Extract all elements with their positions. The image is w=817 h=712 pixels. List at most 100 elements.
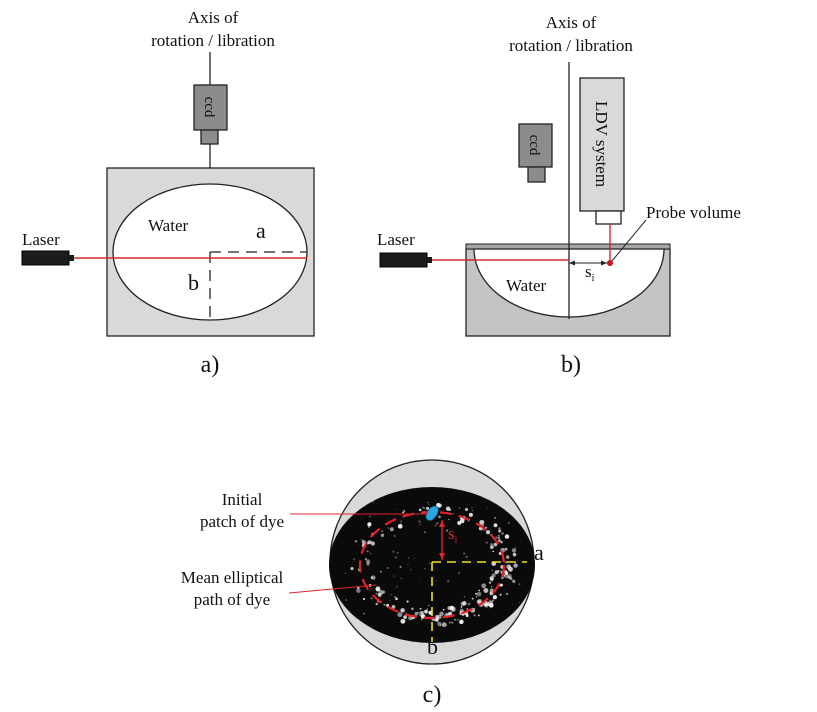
dye-particle <box>362 597 366 601</box>
dye-particle <box>360 538 363 541</box>
dye-particle <box>483 588 489 593</box>
dye-particle <box>475 504 477 506</box>
dye-particle <box>426 506 430 510</box>
dye-particle <box>392 550 395 553</box>
dye-particle <box>460 606 463 608</box>
dye-particle <box>504 573 509 579</box>
dye-particle <box>489 529 490 531</box>
ccd-label: ccd <box>201 97 217 118</box>
dye-particle <box>350 567 354 571</box>
dye-particle <box>436 619 439 622</box>
dye-particle <box>498 527 501 530</box>
dye-particle <box>459 619 464 625</box>
dye-particle <box>435 580 437 582</box>
mean-path-label-line2: path of dye <box>194 590 270 609</box>
ldv-body <box>579 77 625 212</box>
dye-particle <box>411 607 414 610</box>
dye-particle <box>345 598 348 602</box>
dye-particle <box>474 607 476 610</box>
dye-particle <box>389 527 394 532</box>
dye-particle <box>497 536 501 540</box>
dye-particle <box>492 599 495 602</box>
water-label: Water <box>148 216 188 235</box>
dye-particle <box>357 586 360 589</box>
dye-particle <box>493 542 498 547</box>
dye-particle <box>375 586 381 592</box>
dye-particle <box>493 613 495 615</box>
distance-arrowhead-right <box>601 260 607 266</box>
dye-particle <box>445 506 451 511</box>
dye-particle <box>423 506 426 510</box>
dye-particle <box>361 517 363 519</box>
dye-particle <box>478 589 480 592</box>
dye-particle <box>367 526 370 529</box>
dye-particle <box>506 564 511 569</box>
panel-c: si Initial patch of dye Mean elliptical … <box>181 459 544 708</box>
dye-particle <box>363 612 366 615</box>
dye-particle <box>418 520 421 523</box>
dye-particle <box>389 599 391 602</box>
laser-source <box>379 252 428 268</box>
dye-particle <box>463 552 466 555</box>
dye-particle <box>460 601 465 607</box>
dye-particle <box>420 618 423 621</box>
dye-particle <box>394 508 396 510</box>
dye-particle <box>488 602 494 608</box>
dye-particle <box>509 577 513 581</box>
dye-particle <box>518 583 521 586</box>
initial-dye-patch <box>425 506 439 521</box>
probe-volume-point <box>607 260 613 266</box>
dye-particle <box>427 604 430 607</box>
axis-label-line1: Axis of <box>188 8 239 27</box>
dye-particle <box>366 550 369 553</box>
dye-particle <box>501 576 504 580</box>
dye-particle <box>370 553 373 555</box>
laser-label: Laser <box>377 230 415 249</box>
dye-particle <box>408 557 410 559</box>
dye-particle <box>434 524 437 527</box>
dye-particle <box>488 581 492 584</box>
dye-particle <box>393 534 396 538</box>
dye-particle <box>491 569 493 572</box>
dye-particle <box>463 595 466 598</box>
dye-particle <box>476 596 478 598</box>
dye-particle <box>500 540 503 544</box>
panel-a: Axis of rotation / libration ccd Water a… <box>21 8 315 378</box>
dye-particle <box>395 585 398 588</box>
dye-particle <box>361 540 366 545</box>
dye-particle <box>505 555 510 559</box>
dye-particle <box>504 560 508 564</box>
dye-particle <box>490 543 493 546</box>
probe-volume-label: Probe volume <box>646 203 741 222</box>
dye-particle <box>459 524 461 527</box>
dye-particle <box>426 608 429 610</box>
dye-particle <box>441 622 447 628</box>
dye-particle <box>410 569 412 571</box>
dye-particle <box>510 567 513 570</box>
mean-path-label-line1: Mean elliptical <box>181 568 284 587</box>
dye-particle <box>476 591 482 597</box>
dye-particle <box>504 571 509 575</box>
dye-particle <box>439 611 444 617</box>
dye-particle <box>391 605 396 609</box>
dye-particle <box>451 621 454 624</box>
water-label: Water <box>506 276 546 295</box>
dye-particle <box>477 614 480 617</box>
dye-particle <box>505 592 509 596</box>
dye-particle <box>403 615 408 620</box>
dye-particle <box>512 603 513 605</box>
dye-particle <box>369 551 372 554</box>
panel-label: c) <box>423 682 442 708</box>
dye-particle <box>399 565 402 569</box>
dye-particle <box>371 597 373 600</box>
dye-particle <box>471 507 473 509</box>
dye-particle <box>448 611 453 616</box>
axis-label-line1: Axis of <box>546 13 597 32</box>
dye-particle <box>450 606 456 612</box>
dye-particle <box>471 509 474 512</box>
dye-particle <box>512 579 516 583</box>
dye-particle <box>379 570 383 573</box>
dye-particle <box>466 608 469 610</box>
dye-particle <box>437 614 442 620</box>
dye-particle <box>442 608 445 611</box>
